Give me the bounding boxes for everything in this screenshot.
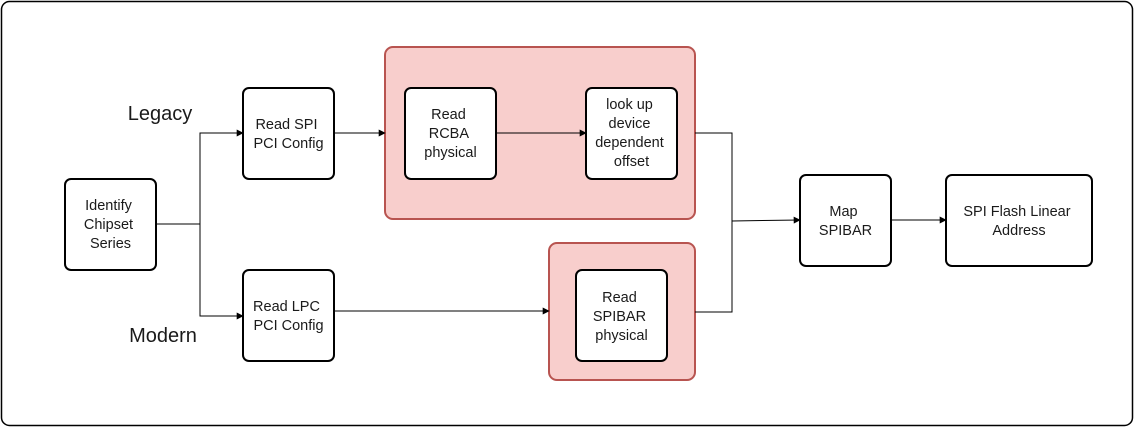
node-map-spibar-box bbox=[799, 174, 892, 267]
modern-label: Modern bbox=[129, 325, 197, 347]
node-read-rcba-label: Read RCBA physical bbox=[424, 107, 476, 161]
node-map-spibar: Map SPIBAR bbox=[799, 174, 892, 267]
legacy-label: Legacy bbox=[128, 103, 193, 125]
node-lookup-label: look up device dependent offset bbox=[595, 97, 668, 170]
edge-merge-bracket bbox=[695, 132, 733, 313]
node-identify-label: Identify Chipset Series bbox=[84, 198, 137, 252]
node-identify-box bbox=[64, 178, 157, 271]
node-read-spi-box bbox=[242, 87, 335, 180]
edge-identify-to-read-spi bbox=[199, 129, 244, 224]
edge-merge-to-map-spibar bbox=[731, 216, 801, 224]
node-read-spibar-physical: Read SPIBAR physical bbox=[575, 269, 668, 362]
node-spi-flash-linear-address: SPI Flash Linear Address bbox=[945, 174, 1093, 267]
node-spi-flash-label: SPI Flash Linear Address bbox=[963, 204, 1074, 239]
node-read-spibar-box bbox=[575, 269, 668, 362]
node-read-spi-label: Read SPI PCI Config bbox=[253, 117, 323, 152]
node-identify-chipset: Identify Chipset Series bbox=[64, 178, 157, 271]
node-lookup-box bbox=[585, 87, 678, 180]
node-map-spibar-label: Map SPIBAR bbox=[819, 204, 872, 239]
node-read-rcba-physical: Read RCBA physical bbox=[404, 87, 497, 180]
node-read-spibar-label: Read SPIBAR physical bbox=[593, 290, 650, 344]
node-spi-flash-box bbox=[945, 174, 1093, 267]
node-read-lpc-label: Read LPC PCI Config bbox=[253, 299, 324, 334]
node-read-spi-pci-config: Read SPI PCI Config bbox=[242, 87, 335, 180]
edge-identify-to-read-lpc bbox=[199, 224, 244, 320]
node-lookup-offset: look up device dependent offset bbox=[585, 87, 678, 180]
node-read-lpc-box bbox=[242, 269, 335, 362]
node-read-rcba-box bbox=[404, 87, 497, 180]
edges bbox=[156, 129, 947, 320]
node-read-lpc-pci-config: Read LPC PCI Config bbox=[242, 269, 335, 362]
